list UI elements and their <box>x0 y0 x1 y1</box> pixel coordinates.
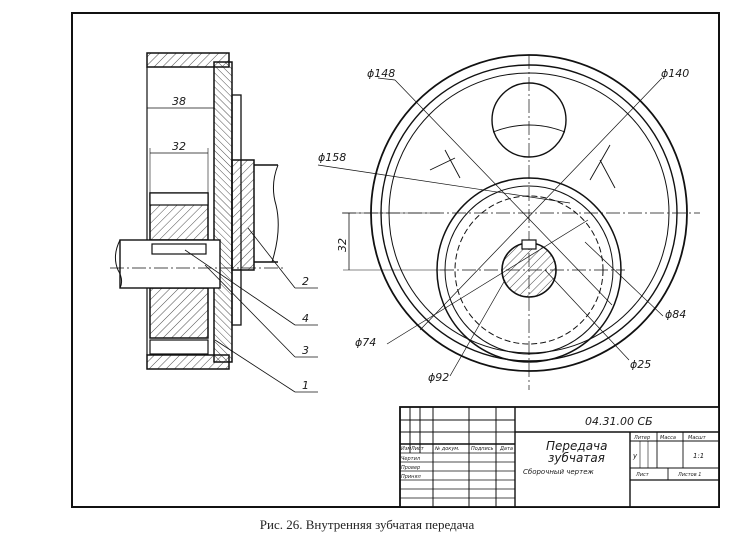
rim-top <box>146 52 230 68</box>
dim-d140: ϕ140 <box>661 67 689 80</box>
drawing-frame <box>71 12 720 508</box>
dim-d92: ϕ92 <box>428 371 449 384</box>
section-view: 38 32 2 4 3 1 <box>110 52 318 393</box>
shaft-section <box>501 242 557 298</box>
front-view: 32 ϕ148 ϕ140 ϕ158 ϕ84 ϕ74 ϕ92 ϕ25 <box>317 54 700 390</box>
tb-row-doc: № докум. <box>434 446 460 452</box>
pinion-gear-bottom <box>149 287 209 339</box>
dim-32-vertical: 32 <box>336 238 349 252</box>
output-shaft <box>254 164 278 263</box>
tb-row-data: Дата <box>499 446 513 452</box>
part-number-2: 2 <box>302 275 309 288</box>
part-number-3: 3 <box>302 344 309 357</box>
dim-d25: ϕ25 <box>630 358 651 371</box>
tb-title-line1: Передача <box>546 439 608 453</box>
part-number-4: 4 <box>302 312 309 325</box>
tb-col-massa: Масса <box>660 435 676 441</box>
tb-row-list: Лист <box>410 446 425 452</box>
tb-row-podp: Подпись <box>471 446 494 452</box>
title-block: 04.31.00 СБ Передача зубчатая Сборочный … <box>399 406 720 508</box>
keyway <box>521 239 537 250</box>
tb-designation: 04.31.00 СБ <box>585 415 653 428</box>
figure-caption: Рис. 26. Внутренняя зубчатая передача <box>259 517 475 532</box>
tb-role-prinyal: Принял <box>401 474 421 480</box>
dim-38: 38 <box>172 95 186 108</box>
tb-title-line2: зубчатая <box>548 451 605 465</box>
part-number-1: 1 <box>302 379 309 392</box>
tb-litera-value: у <box>632 452 638 460</box>
hub <box>231 159 255 271</box>
input-shaft <box>119 239 221 289</box>
tb-role-proveril: Провер <box>401 465 420 471</box>
key <box>151 243 207 255</box>
dim-32: 32 <box>172 140 186 153</box>
tb-title-line3: Сборочный чертеж <box>523 468 594 476</box>
tb-sheet-label: Лист <box>635 472 650 478</box>
tb-col-litera: Литер <box>633 435 650 441</box>
dim-d74: ϕ74 <box>355 336 376 349</box>
tb-sheets-label: Листов 1 <box>677 472 701 478</box>
tb-scale-value: 1:1 <box>693 452 704 460</box>
tb-row-izm: Изм <box>401 446 411 452</box>
flange-disk <box>213 61 233 363</box>
dim-d158: ϕ158 <box>318 151 346 164</box>
lightening-hole <box>491 82 567 158</box>
pinion-d74-circle <box>454 195 604 345</box>
tb-col-masshtab: Масшт <box>688 435 707 441</box>
dim-d148: ϕ148 <box>367 67 395 80</box>
pinion-d84-circle <box>444 185 614 355</box>
tb-role-chertil: Чертил <box>401 456 421 462</box>
dim-d84: ϕ84 <box>665 308 686 321</box>
